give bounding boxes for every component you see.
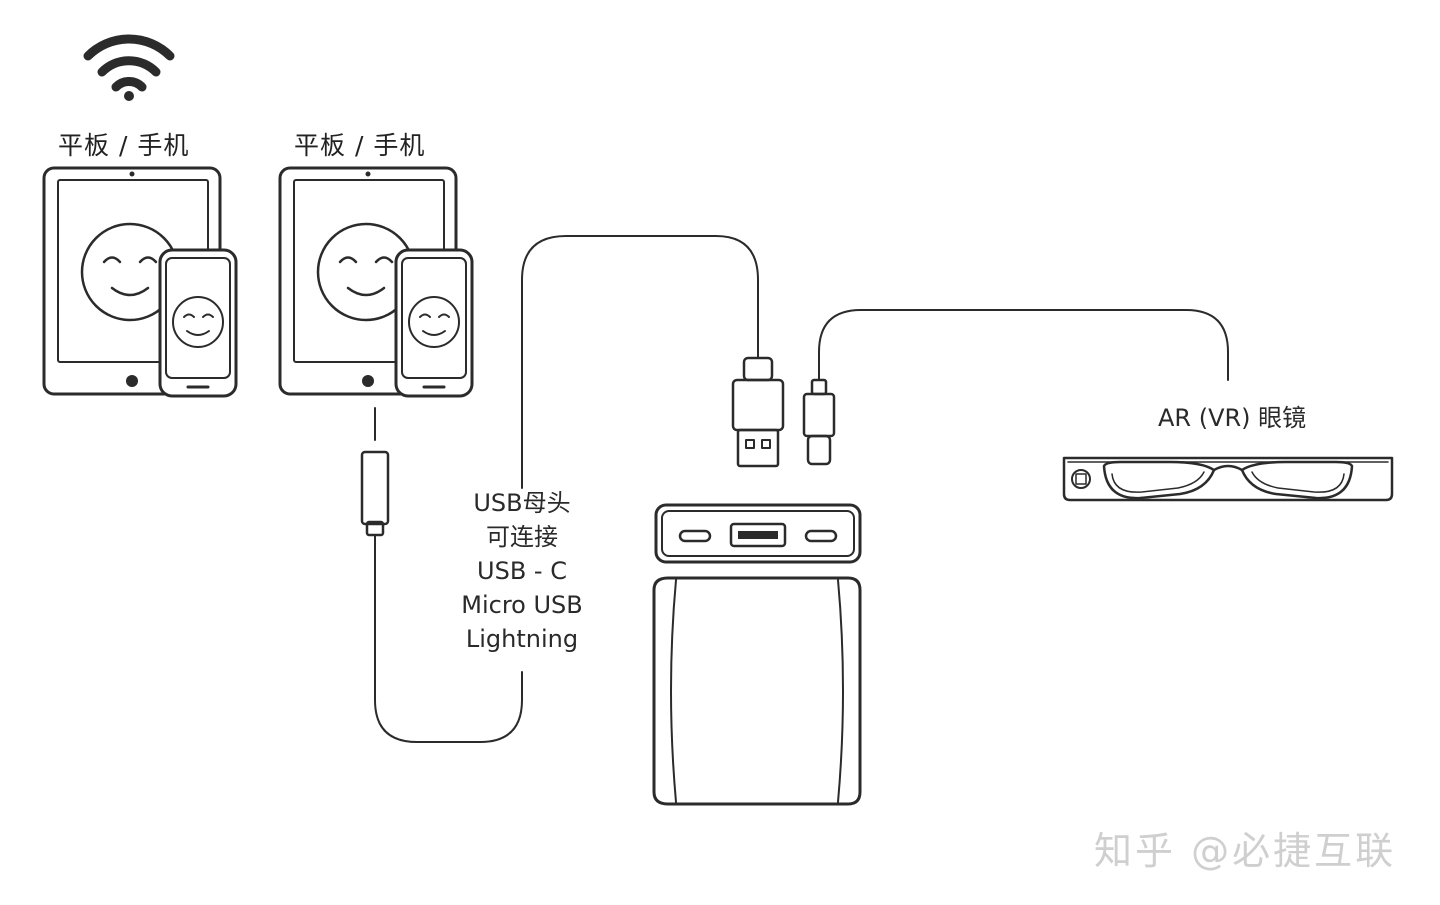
usb-c-plug-icon bbox=[360, 450, 390, 537]
usb-a-plug-icon bbox=[731, 356, 785, 468]
connector-note-line: USB - C bbox=[477, 557, 567, 585]
tablet-phone-left bbox=[42, 166, 238, 398]
usb-c-plug-icon bbox=[802, 378, 836, 466]
glasses-cable bbox=[818, 309, 1229, 381]
connector-note-line: 可连接 bbox=[486, 523, 558, 551]
ar-glasses-icon bbox=[1062, 456, 1394, 502]
smiley-face-icon bbox=[172, 296, 224, 348]
device-cable bbox=[374, 235, 759, 743]
device-label-left: 平板 / 手机 bbox=[58, 131, 190, 160]
device-label-right: 平板 / 手机 bbox=[294, 131, 426, 160]
connector-note-line: Lightning bbox=[465, 625, 579, 653]
connector-note-line: USB母头 bbox=[473, 489, 571, 517]
phone-right bbox=[394, 248, 474, 398]
tablet-phone-right bbox=[278, 166, 474, 398]
glasses-label: AR (VR) 眼镜 bbox=[1158, 404, 1307, 432]
phone-left bbox=[158, 248, 238, 398]
smiley-face-icon bbox=[408, 296, 460, 348]
power-bank-icon bbox=[652, 503, 862, 806]
connector-note-line: Micro USB bbox=[461, 591, 583, 619]
watermark: 知乎 @必捷互联 bbox=[1094, 829, 1397, 873]
connector-note: USB母头 可连接 USB - C Micro USB Lightning bbox=[446, 486, 598, 656]
wifi-icon bbox=[83, 34, 175, 101]
